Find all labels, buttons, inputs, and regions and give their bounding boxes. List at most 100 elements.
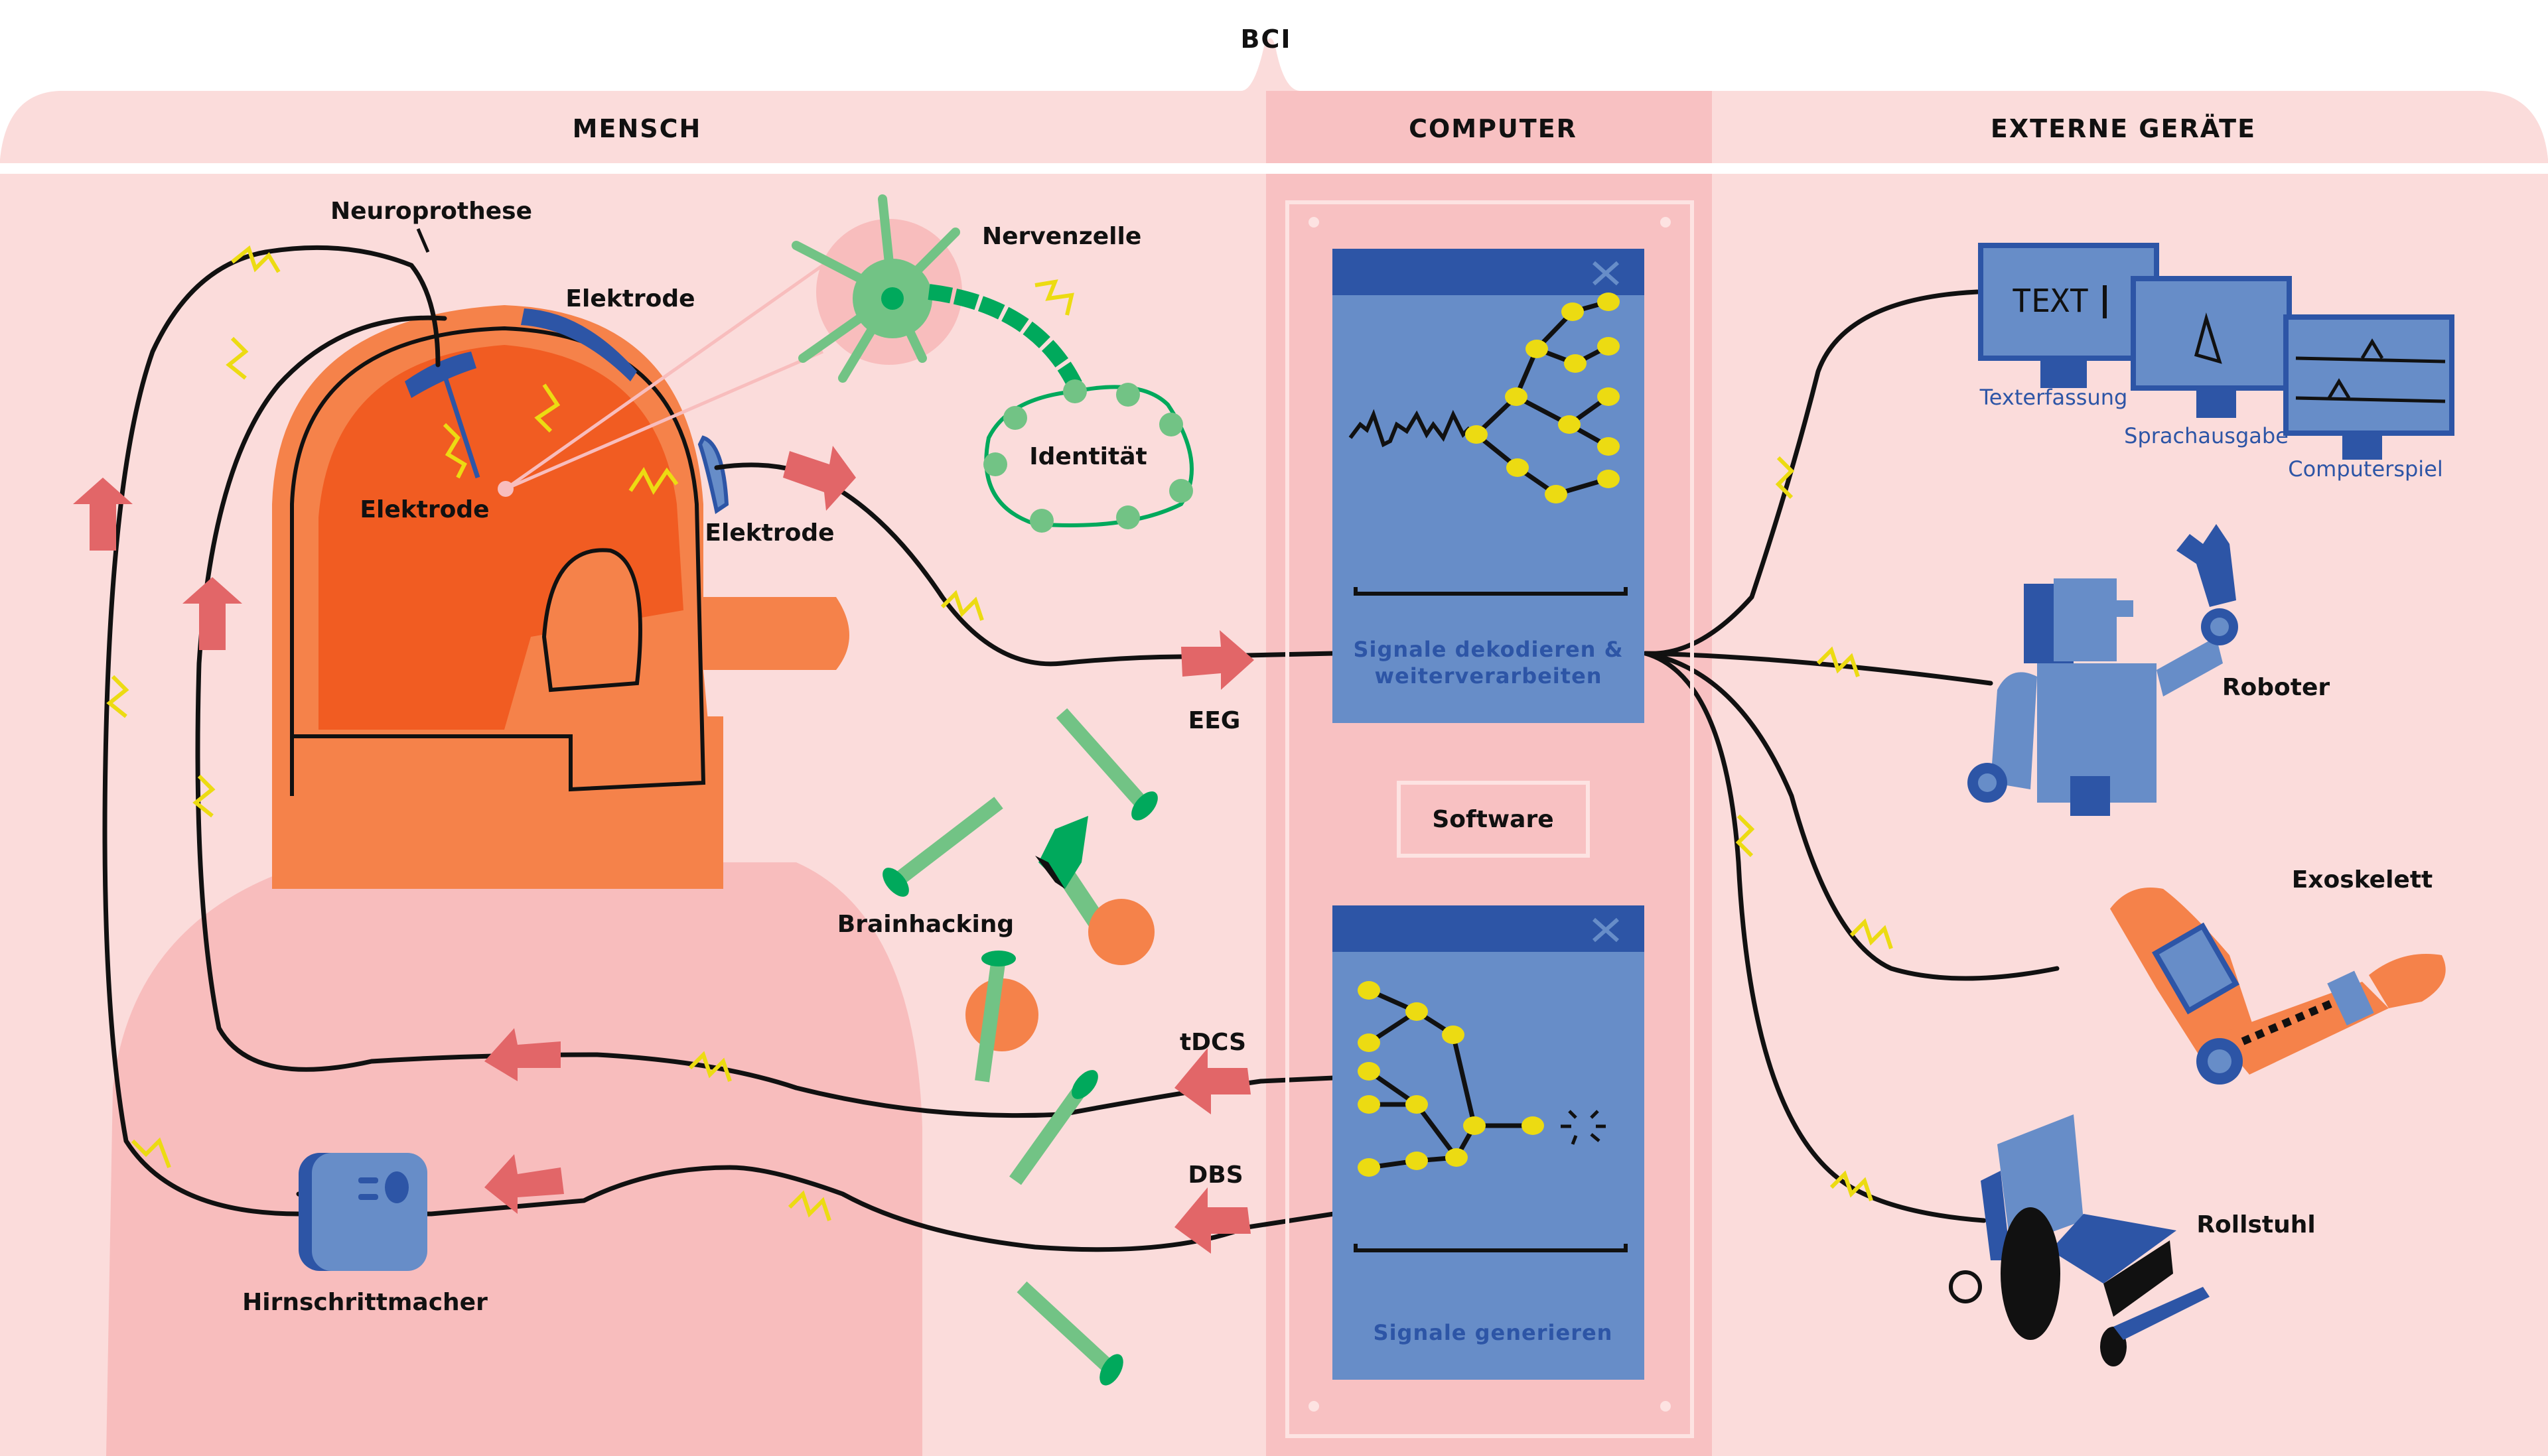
header-band [0, 38, 2548, 163]
close-icon[interactable] [1592, 917, 1619, 943]
label-electrode-side: Elektrode [705, 519, 834, 547]
network-node [1465, 425, 1488, 444]
wheelchair-icon [1949, 1114, 2210, 1366]
signal-zigzag-icon [1816, 646, 1860, 677]
column-header-devices: EXTERNE GERÄTE [1991, 114, 2256, 143]
label-brainhacking: Brainhacking [837, 911, 1014, 938]
pacemaker-icon [299, 1153, 427, 1271]
bci-title: BCI [1241, 25, 1292, 54]
column-header-human: MENSCH [573, 114, 702, 143]
computer-header-band [1266, 91, 1712, 163]
label-neuroprosthesis: Neuroprothese [330, 198, 532, 225]
label-electrode-inner: Elektrode [360, 496, 489, 523]
neuron-illustration [792, 194, 1194, 533]
frame-screw [1309, 1401, 1319, 1412]
window-body [1332, 905, 1644, 1380]
wire-dbs [296, 1165, 1336, 1252]
network-node [1525, 340, 1548, 358]
network-node [1405, 1095, 1428, 1114]
signal-zigzag-icon [628, 467, 679, 495]
signal-zigzag-icon [1849, 918, 1893, 949]
network-node [1545, 485, 1567, 503]
arrow-left-icon [484, 1028, 561, 1081]
nail-icon [1009, 1070, 1098, 1185]
network-node [1561, 302, 1584, 321]
label-software: Software [1432, 806, 1553, 833]
network-node [1405, 1002, 1428, 1021]
exoskeleton-icon [2110, 888, 2446, 1085]
label-electrode-top: Elektrode [565, 285, 695, 312]
label-eeg: EEG [1188, 707, 1241, 734]
decode-caption-line2: weiterverarbeiten [1374, 663, 1602, 689]
generate-window: Signale generieren [1332, 905, 1644, 1380]
eye-socket [541, 548, 642, 693]
wire-wheelchair [1643, 651, 1987, 1223]
network-node [1597, 470, 1620, 488]
network-node [1558, 415, 1581, 434]
window-titlebar [1332, 249, 1644, 295]
network-node [1506, 458, 1529, 477]
network-node [1442, 1026, 1464, 1044]
signal-zigzag-icon [1034, 279, 1074, 316]
label-exoskeleton: Exoskelett [2292, 866, 2433, 893]
brain [318, 345, 683, 730]
zoom-line [505, 350, 823, 491]
label-tdcs: tDCS [1180, 1029, 1246, 1056]
network-node [1522, 1116, 1544, 1135]
speaker-icon [2194, 312, 2222, 364]
neuron-nucleus [881, 287, 904, 310]
spark-icon [1561, 1110, 1606, 1145]
frame-screw [1660, 1401, 1671, 1412]
network-neurons [983, 379, 1193, 533]
game-obstacle-icon [2327, 378, 2351, 399]
signal-zigzag-icon [443, 423, 467, 479]
brainhacking-illustration [883, 708, 1158, 1386]
signal-zigzag-icon [788, 1190, 831, 1221]
network-node [1463, 1116, 1486, 1135]
signal-zigzag-icon [688, 1051, 732, 1082]
nail-icon [1017, 1281, 1123, 1386]
screen-speech-output [2131, 276, 2292, 418]
network-node [1358, 1062, 1380, 1081]
column-header-computer: COMPUTER [1409, 114, 1577, 143]
generate-caption: Signale generieren [1374, 1320, 1613, 1345]
nail-icon [883, 797, 1003, 897]
electrode-top-icon [405, 352, 476, 398]
signal-zigzag-icon [192, 774, 216, 818]
label-neuron: Nervenzelle [982, 223, 1141, 250]
skull-outline [290, 326, 706, 796]
screen-text-content: TEXT [2012, 283, 2089, 320]
timeline-axis [1354, 1244, 1628, 1252]
nail-icon [1056, 708, 1158, 821]
signal-zigzag-icon [226, 336, 249, 380]
wire-exoskeleton [1643, 651, 2060, 981]
robot-icon [1967, 524, 2238, 816]
label-wheelchair: Rollstuhl [2196, 1211, 2315, 1238]
signal-zigzag-icon [1735, 814, 1755, 858]
network-node [1405, 1152, 1428, 1170]
frame-screw [1660, 217, 1671, 228]
label-robot: Roboter [2222, 674, 2330, 701]
electrodes [405, 263, 824, 514]
close-icon[interactable] [1592, 261, 1619, 286]
label-text-capture: Texterfassung [1979, 385, 2128, 410]
network-node [1358, 1033, 1380, 1052]
arrow-right-icon [1181, 630, 1254, 690]
timeline-axis [1354, 587, 1628, 596]
computer-frame [1285, 200, 1694, 1438]
network-node [1597, 387, 1620, 406]
nail-in-hand-icon [965, 951, 1038, 1083]
decode-caption-line1: Signale dekodieren & [1353, 637, 1623, 662]
signal-zigzag-icon [940, 590, 984, 621]
axon [928, 284, 1082, 389]
signal-zigzag-icon [1829, 1170, 1873, 1201]
network-node [1597, 337, 1620, 356]
arrow-left-icon [484, 1154, 564, 1214]
network-node [1358, 1158, 1380, 1177]
neuroprosthesis-wire [439, 364, 480, 479]
network-edge [1415, 1102, 1458, 1159]
fist-icon [1088, 899, 1155, 965]
network-node [1597, 437, 1620, 456]
label-pacemaker: Hirnschrittmacher [242, 1289, 488, 1316]
